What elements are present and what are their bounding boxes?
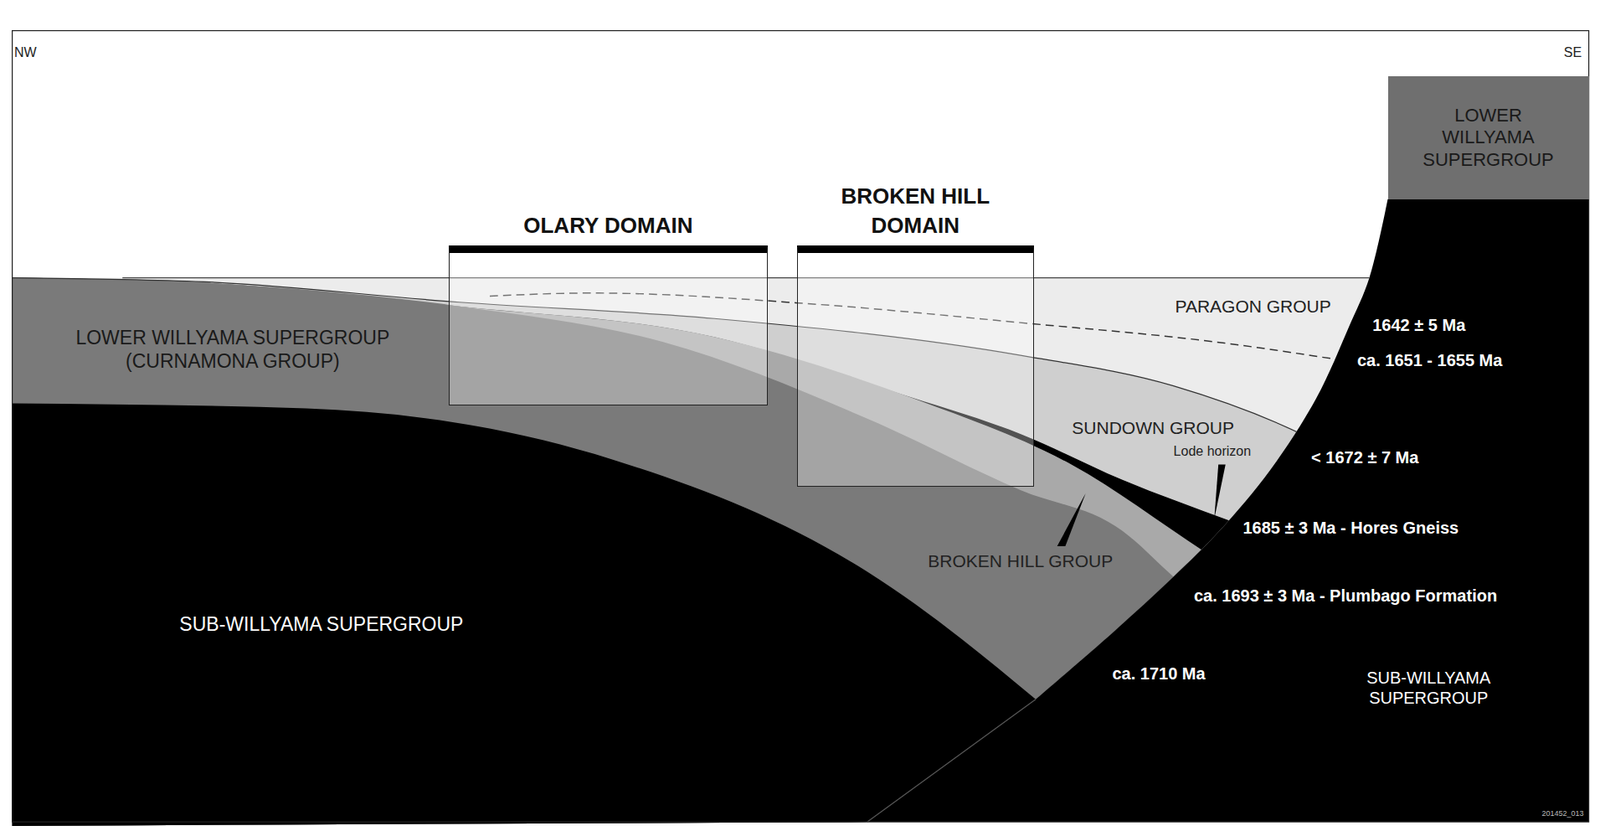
age-label: ca. 1693 ± 3 Ma - Plumbago Formation [1193,585,1498,606]
age-label: 1642 ± 5 Ma [1372,314,1466,335]
frame [12,30,1590,823]
domain-heading: OLARY DOMAIN [503,210,713,241]
pointer-wedge [1057,493,1086,546]
direction-label: SE [1563,45,1582,62]
unit-name: BROKEN HILL GROUP [927,550,1113,572]
domain-box: BROKEN HILL DOMAIN [797,245,1035,488]
pointer-wedge [1214,464,1225,520]
unit-name: SUB-WILLYAMA SUPERGROUP [179,612,464,637]
age-label: 1685 ± 3 Ma - Hores Gneiss [1242,517,1459,538]
unit-name: SUB-WILLYAMA SUPERGROUP [1327,667,1529,708]
age-label: < 1672 ± 7 Ma [1311,447,1419,468]
direction-label: NW [14,45,37,62]
unit-name: LOWER WILLYAMA SUPERGROUP [1417,104,1560,171]
fault-line [867,699,1036,822]
unit-name: LOWER WILLYAMA SUPERGROUP (CURNAMONA GRO… [40,326,426,373]
surface-line [122,277,1429,278]
unit-name: SUNDOWN GROUP [1071,416,1235,438]
age-label: ca. 1710 Ma [1111,663,1205,684]
horizon-label: Lode horizon [1173,442,1252,459]
figure-id: 201452_013 [1541,808,1584,819]
domain-heading: BROKEN HILL DOMAIN [810,181,1020,241]
unit-name: PARAGON GROUP [1174,295,1331,317]
domain-box: OLARY DOMAIN [448,245,767,406]
age-label: ca. 1651 - 1655 Ma [1357,349,1503,371]
unit-box: LOWER WILLYAMA SUPERGROUP [1388,76,1590,199]
